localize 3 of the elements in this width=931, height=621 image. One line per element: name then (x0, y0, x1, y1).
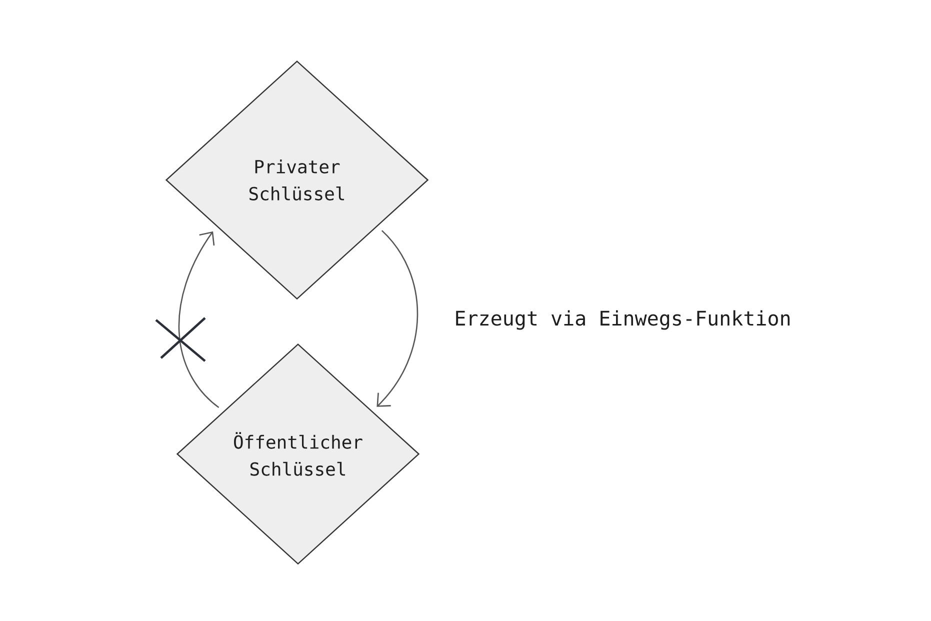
arrow (376, 230, 418, 407)
arrow (178, 231, 220, 408)
edge-label: Erzeugt via Einwegs-Funktion (452, 308, 794, 332)
